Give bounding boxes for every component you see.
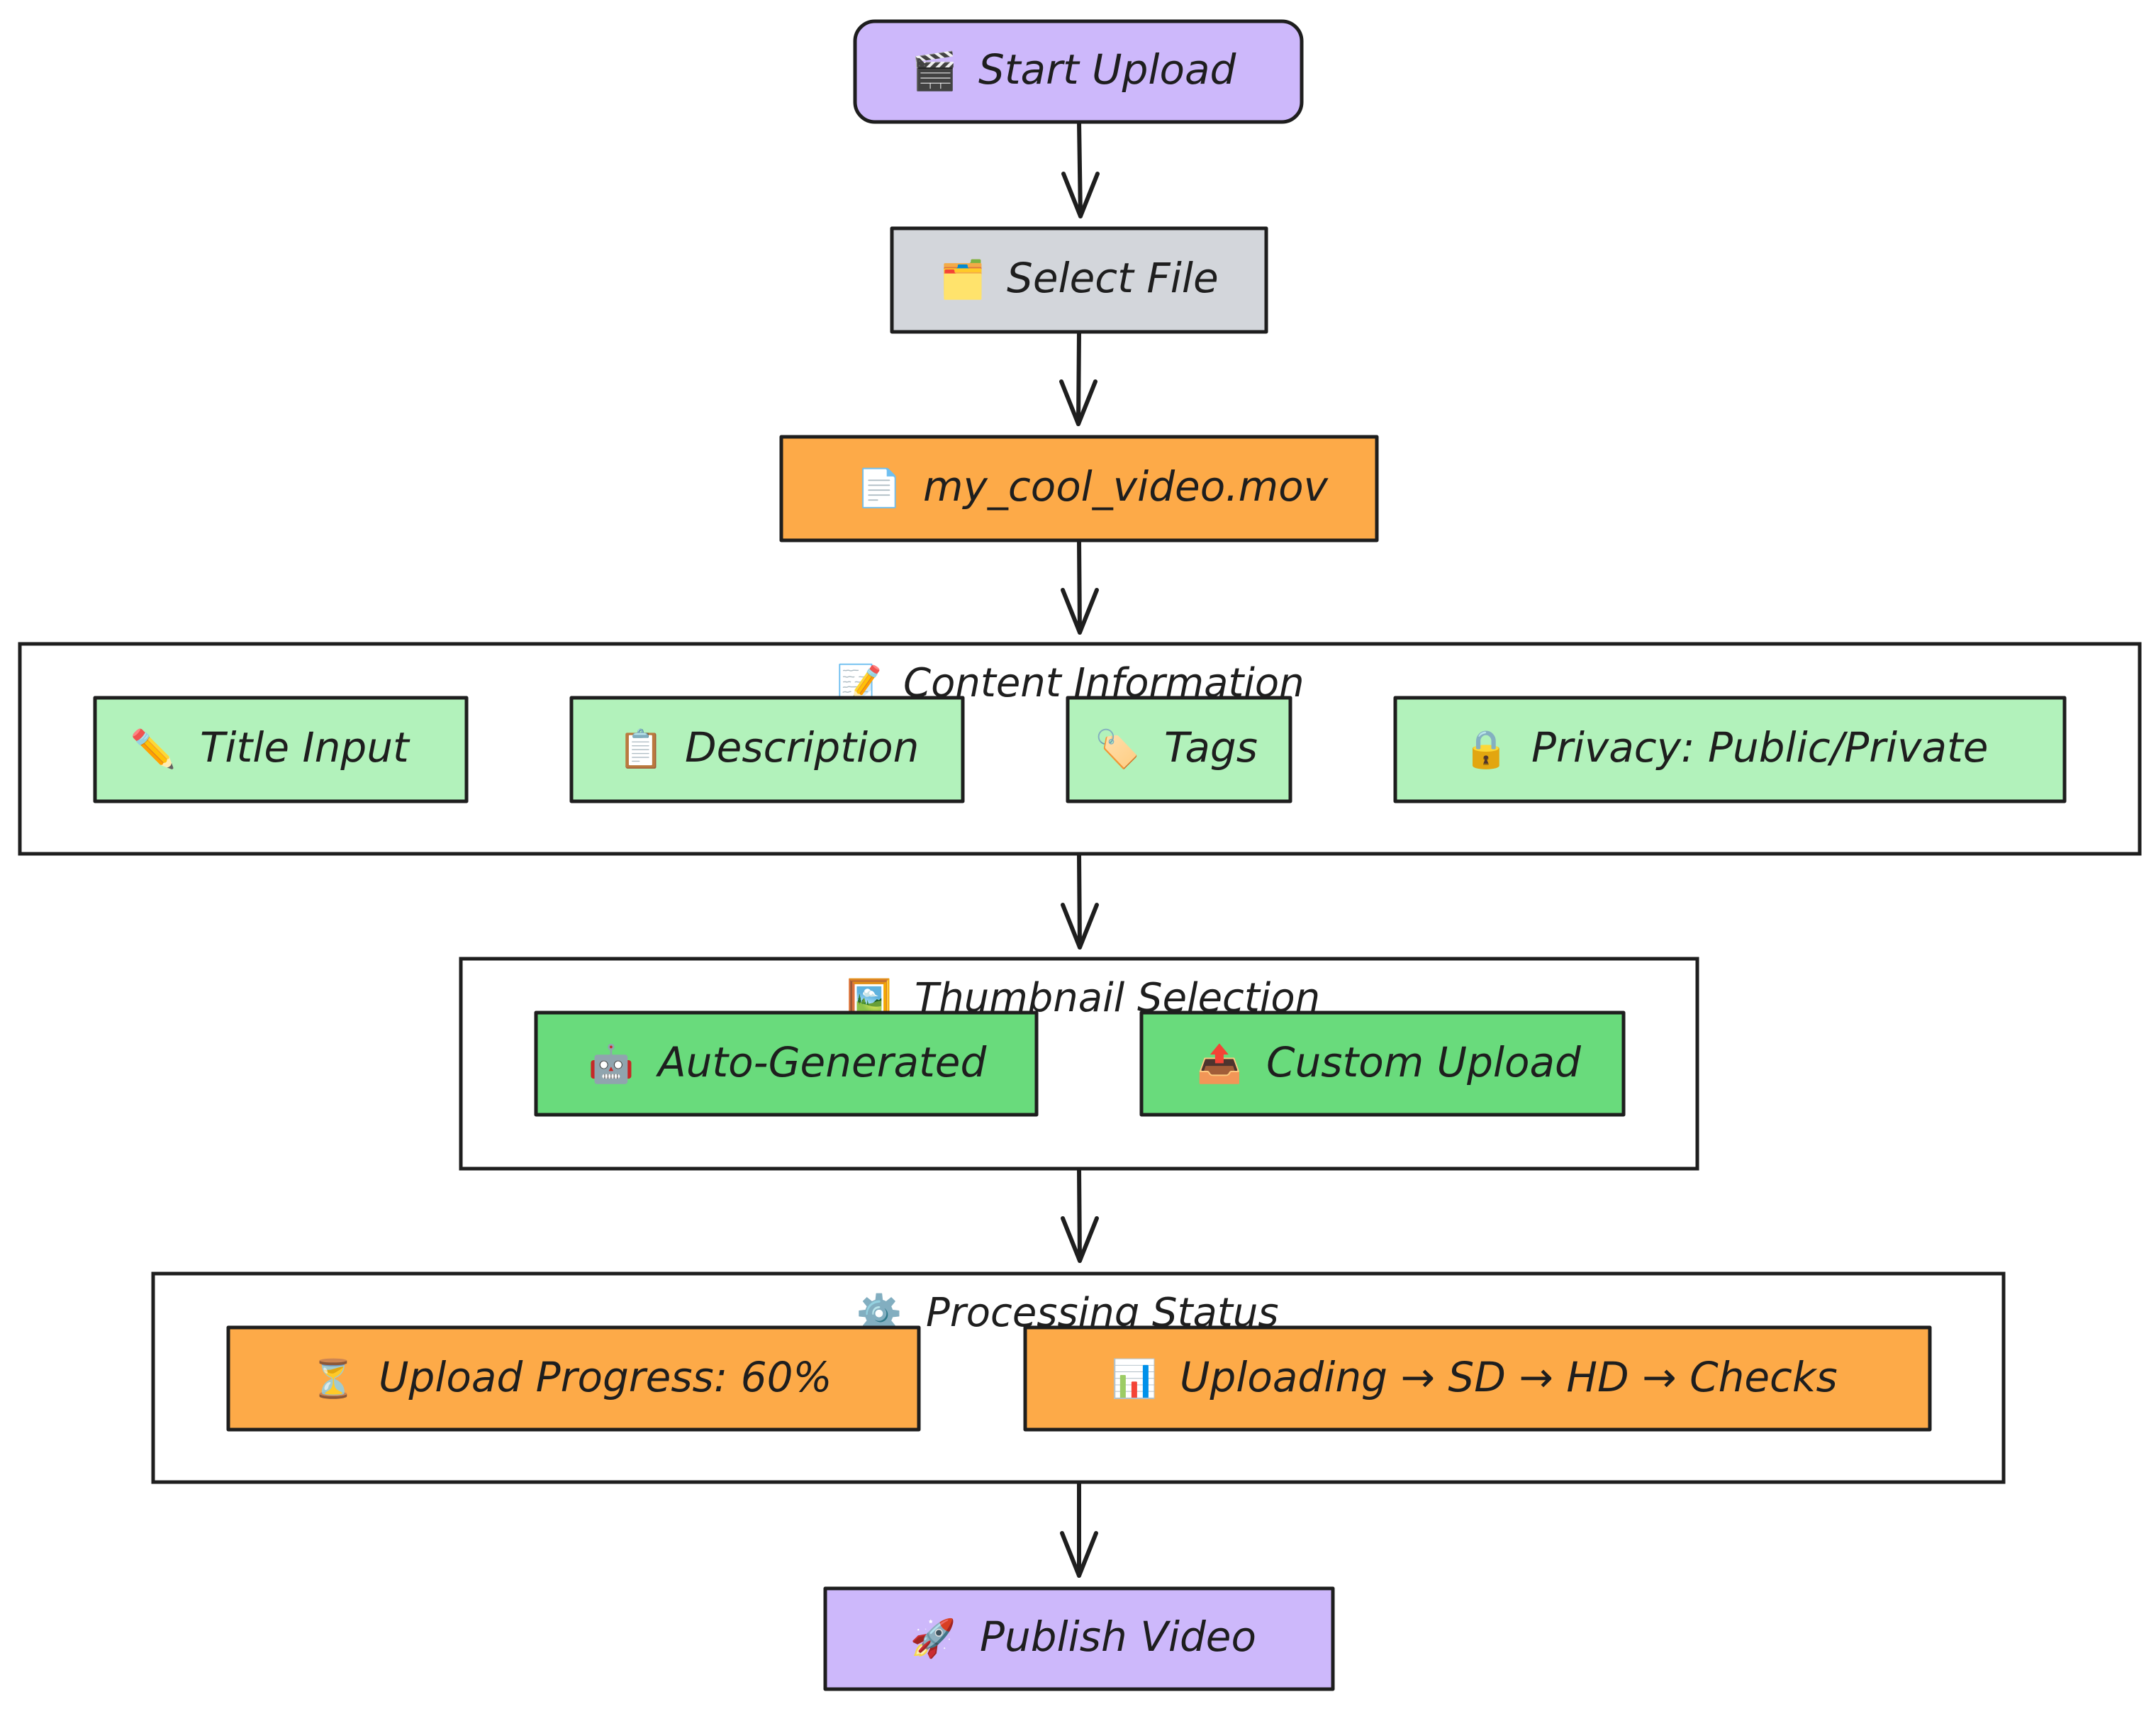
start-upload-node[interactable]: 🎬 Start Upload bbox=[853, 19, 1304, 124]
privacy-label: Privacy: Public/Private bbox=[1531, 723, 1988, 772]
thumbnail-selection-group: 🖼️ Thumbnail Selection 🤖 Auto-Generated … bbox=[459, 957, 1699, 1171]
custom-upload-label: Custom Upload bbox=[1266, 1038, 1582, 1086]
privacy-box bbox=[1393, 696, 2067, 803]
publish-video-node[interactable]: 🚀 Publish Video bbox=[823, 1586, 1335, 1691]
publish-video-box bbox=[823, 1586, 1335, 1691]
lock-icon: 🔒 bbox=[1463, 728, 1509, 771]
file-name-node[interactable]: 📄 my_cool_video.mov bbox=[779, 435, 1379, 542]
privacy-node[interactable]: 🔒 Privacy: Public/Private bbox=[1393, 696, 2067, 803]
select-file-node[interactable]: 🗂️ Select File bbox=[890, 226, 1268, 334]
auto-generated-box bbox=[534, 1011, 1039, 1117]
edge-select-to-file bbox=[1059, 330, 1097, 426]
title-input-box bbox=[93, 696, 469, 803]
custom-upload-box bbox=[1139, 1011, 1626, 1117]
edge-processing-to-publish bbox=[1060, 1480, 1098, 1578]
clipboard-icon: 📋 bbox=[618, 728, 664, 771]
description-box bbox=[569, 696, 965, 803]
pipeline-box bbox=[1023, 1325, 1932, 1432]
pipeline-label: Uploading → SD → HD → Checks bbox=[1180, 1353, 1838, 1401]
processing-status-group: ⚙️ Processing Status ⏳ Upload Progress: … bbox=[151, 1271, 2006, 1484]
card-index-dividers-icon: 🗂️ bbox=[940, 258, 986, 301]
edges bbox=[1059, 120, 1100, 1578]
clapper-board-icon: 🎬 bbox=[912, 50, 958, 93]
pipeline-node[interactable]: 📊 Uploading → SD → HD → Checks bbox=[1023, 1325, 1932, 1432]
upload-progress-node[interactable]: ⏳ Upload Progress: 60% bbox=[226, 1325, 921, 1432]
start-upload-box bbox=[853, 19, 1304, 124]
title-input-label: Title Input bbox=[200, 723, 410, 772]
upload-tray-icon: 📤 bbox=[1197, 1042, 1243, 1086]
select-file-box bbox=[890, 226, 1268, 334]
custom-upload-node[interactable]: 📤 Custom Upload bbox=[1139, 1011, 1626, 1117]
tags-box bbox=[1066, 696, 1292, 803]
file-name-label: my_cool_video.mov bbox=[923, 462, 1329, 511]
bar-chart-icon: 📊 bbox=[1112, 1357, 1158, 1401]
publish-video-label: Publish Video bbox=[980, 1613, 1256, 1661]
description-node[interactable]: 📋 Description bbox=[569, 696, 965, 803]
select-file-label: Select File bbox=[1007, 254, 1219, 302]
file-name-box bbox=[779, 435, 1379, 542]
auto-generated-label: Auto-Generated bbox=[655, 1038, 987, 1086]
robot-icon: 🤖 bbox=[588, 1042, 635, 1086]
edge-content-to-thumbnail bbox=[1061, 852, 1099, 950]
edge-file-to-content bbox=[1061, 538, 1099, 635]
title-input-node[interactable]: ✏️ Title Input bbox=[93, 696, 469, 803]
content-information-group: 📝 Content Information ✏️ Title Input 📋 D… bbox=[18, 642, 2142, 856]
start-upload-label: Start Upload bbox=[978, 45, 1237, 94]
page-icon: 📄 bbox=[856, 467, 903, 510]
auto-generated-node[interactable]: 🤖 Auto-Generated bbox=[534, 1011, 1039, 1117]
description-label: Description bbox=[685, 723, 919, 772]
tags-node[interactable]: 🏷️ Tags bbox=[1066, 696, 1292, 803]
upload-progress-box bbox=[226, 1325, 921, 1432]
edge-start-to-select bbox=[1061, 120, 1100, 218]
edge-thumbnail-to-processing bbox=[1061, 1167, 1099, 1263]
label-tag-icon: 🏷️ bbox=[1095, 728, 1141, 771]
tags-label: Tags bbox=[1164, 723, 1258, 772]
rocket-icon: 🚀 bbox=[910, 1617, 956, 1660]
hourglass-icon: ⏳ bbox=[311, 1357, 357, 1401]
pencil-icon: ✏️ bbox=[130, 727, 177, 771]
upload-progress-label: Upload Progress: 60% bbox=[379, 1353, 832, 1401]
